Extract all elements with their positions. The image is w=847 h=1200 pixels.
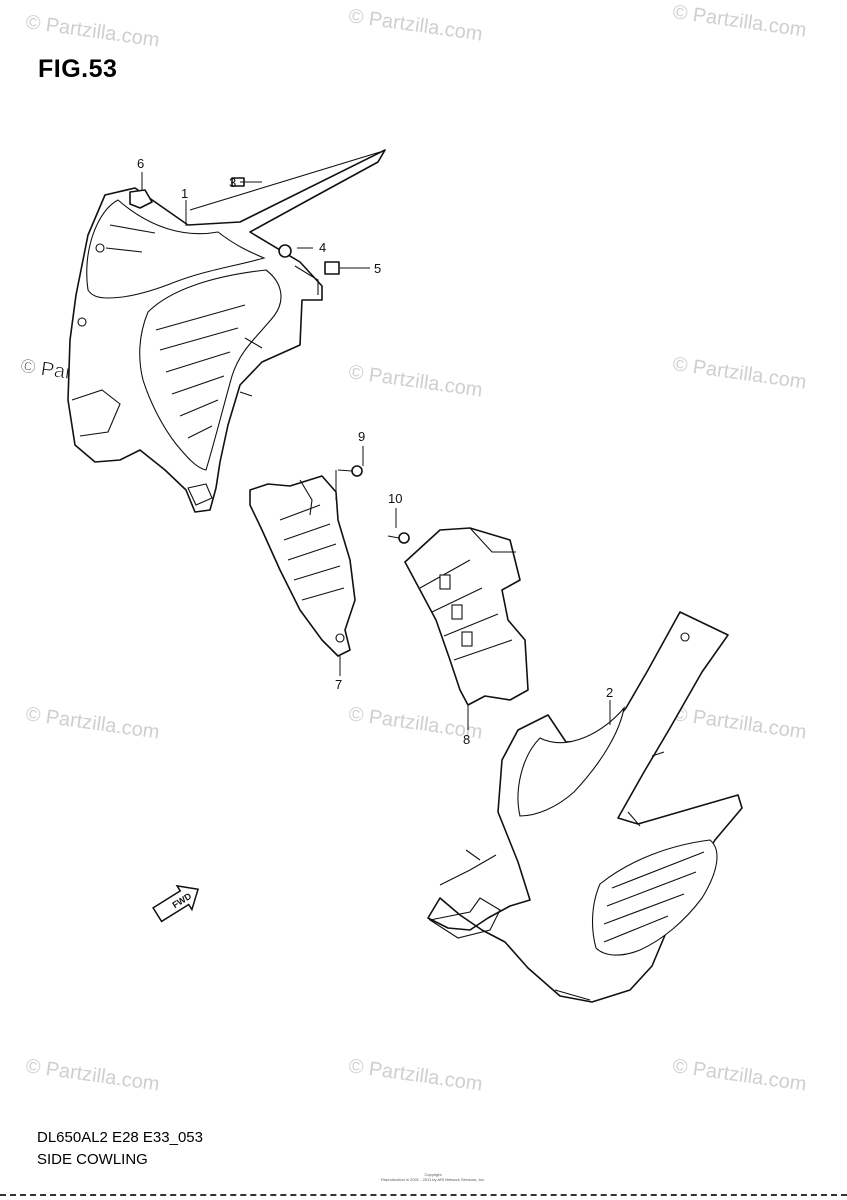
callout-6: 6 xyxy=(137,156,144,171)
svg-text:© Partzilla.com: © Partzilla.com xyxy=(24,11,161,52)
clip-nut-5 xyxy=(324,261,340,275)
diagram-name: SIDE COWLING xyxy=(37,1151,148,1168)
watermark: © Partzilla.com xyxy=(24,1055,161,1096)
watermark: © Partzilla.com xyxy=(24,703,161,744)
svg-text:© Partzilla.com: © Partzilla.com xyxy=(24,1055,161,1096)
svg-text:© Partzilla.com: © Partzilla.com xyxy=(671,703,808,744)
forward-arrow-icon: FWD xyxy=(152,884,200,923)
part-7-inner-bracket xyxy=(249,475,356,657)
page-cut-line xyxy=(0,1194,847,1196)
svg-text:© Partzilla.com: © Partzilla.com xyxy=(671,353,808,394)
copyright-line-1: Copyright xyxy=(424,1172,442,1177)
watermark: © Partzilla.com xyxy=(671,353,808,394)
svg-text:© Partzilla.com: © Partzilla.com xyxy=(347,361,484,402)
callout-2: 2 xyxy=(606,685,613,700)
callout-10: 10 xyxy=(388,491,402,506)
svg-text:© Partzilla.com: © Partzilla.com xyxy=(671,1055,808,1096)
watermark: © Partzilla.com xyxy=(671,703,808,744)
part-8-inner-bracket xyxy=(404,527,529,706)
watermark: © Partzilla.com xyxy=(347,361,484,402)
part-2-lower-side-cowling xyxy=(427,611,743,1003)
callout-3: 3 xyxy=(229,175,236,190)
watermark: © Partzilla.com xyxy=(347,1055,484,1096)
svg-text:© Partzilla.com: © Partzilla.com xyxy=(347,5,484,46)
watermark: © Partzilla.com xyxy=(347,5,484,46)
screw-3 xyxy=(231,177,262,187)
part-1-upper-side-cowling xyxy=(67,149,386,513)
svg-text:© Partzilla.com: © Partzilla.com xyxy=(347,1055,484,1096)
copyright-notice: Copyright Reproduction in 2001 - 2011 by… xyxy=(368,1172,498,1182)
callout-9: 9 xyxy=(358,429,365,444)
model-code: DL650AL2 E28 E33_053 xyxy=(37,1129,203,1146)
grommet-4 xyxy=(278,244,292,258)
nut-6 xyxy=(129,189,153,209)
callout-7: 7 xyxy=(335,677,342,692)
screw-10 xyxy=(387,532,410,544)
callout-8: 8 xyxy=(463,732,470,747)
svg-text:© Partzilla.com: © Partzilla.com xyxy=(671,1,808,42)
callout-5: 5 xyxy=(374,261,381,276)
copyright-line-2: Reproduction in 2001 - 2011 by ARI Netwo… xyxy=(381,1177,485,1182)
svg-text:© Partzilla.com: © Partzilla.com xyxy=(24,703,161,744)
leader-lines xyxy=(141,172,611,730)
screw-9 xyxy=(337,465,363,477)
watermark: © Partzilla.com xyxy=(671,1,808,42)
callout-1: 1 xyxy=(181,186,188,201)
watermark: © Partzilla.com xyxy=(671,1055,808,1096)
figure-title: FIG.53 xyxy=(38,55,118,83)
watermark: © Partzilla.com xyxy=(24,11,161,52)
callout-4: 4 xyxy=(319,240,326,255)
